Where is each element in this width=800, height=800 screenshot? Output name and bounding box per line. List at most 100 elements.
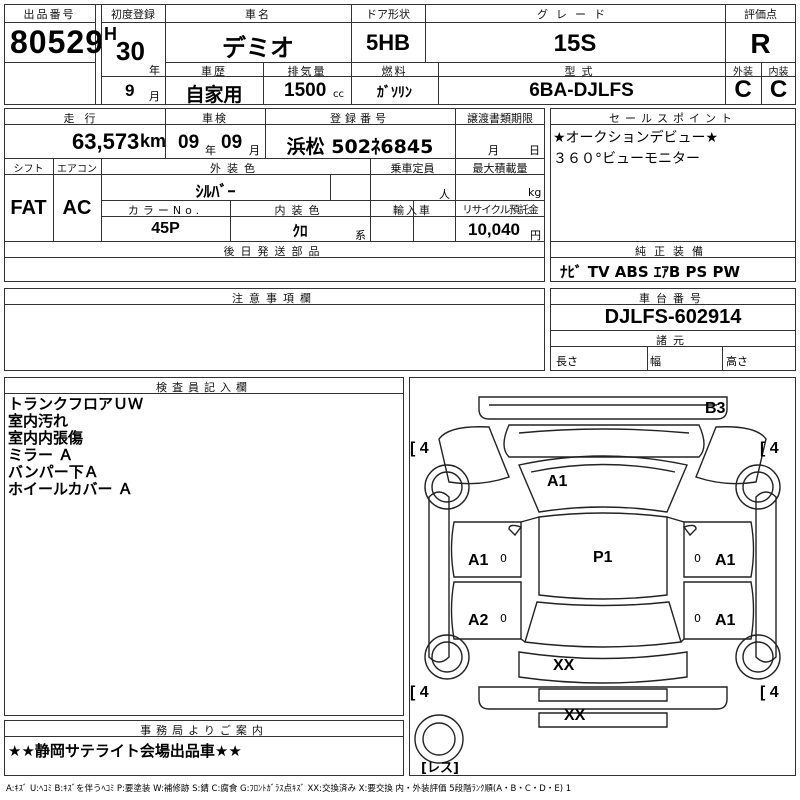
notes-box xyxy=(4,288,545,371)
inspection-month-unit: 月 xyxy=(249,144,260,157)
inspector-label: 検査員記入欄 xyxy=(156,381,252,394)
door-type: 5HB xyxy=(365,30,410,55)
int-grade: C xyxy=(769,76,788,103)
tire-tread: [ 4 xyxy=(760,440,779,457)
exterior-color-label: 外装色 xyxy=(210,162,261,175)
score-label: 評価点 xyxy=(744,8,777,21)
vehicle-info-table xyxy=(4,108,545,282)
registration-label: 登録番号 xyxy=(330,112,390,125)
air-conditioner: AC xyxy=(62,197,92,219)
office-label: 事務局よりご案内 xyxy=(140,724,268,737)
transfer-month-unit: 月 xyxy=(488,144,499,157)
recycle-label: リサイクル預託金 xyxy=(462,204,538,216)
model-code: 6BA-DJLFS xyxy=(529,80,634,101)
capacity-unit: 人 xyxy=(439,188,450,201)
damage-mark: A1 xyxy=(715,552,736,569)
shift-label: シフト xyxy=(13,164,44,175)
reg-month-unit: 月 xyxy=(149,90,160,103)
equipment-label: 純正装備 xyxy=(635,245,711,258)
mileage-label: 走行 xyxy=(63,112,106,125)
length-label: 長さ xyxy=(556,355,578,368)
exterior-color: ｼﾙﾊﾞｰ xyxy=(195,182,236,201)
capacity-label: 乗車定員 xyxy=(390,162,435,175)
inspector-notes: トランクフロアＵＷ 室内汚れ 室内内張傷 ミラー Ａ バンパー下Ａ ホイールカバ… xyxy=(8,396,143,498)
displacement: 1500 xyxy=(284,80,327,101)
ext-grade: C xyxy=(734,76,752,103)
spec-label: 諸元 xyxy=(656,334,690,347)
ac-label: エアコン xyxy=(57,164,97,175)
int-grade-label: 内装 xyxy=(768,67,789,78)
legend: A:ｷｽﾞ U:ﾍｺﾐ B:ｷｽﾞを伴うﾍｺﾐ P:要塗装 W:補修跡 S:錆 … xyxy=(6,784,572,794)
grade: 15S xyxy=(553,30,597,57)
interior-color: ｸﾛ xyxy=(292,222,308,240)
office-box xyxy=(4,720,404,776)
sales-point-box xyxy=(550,108,796,282)
lot-number-label: 出品番号 xyxy=(23,8,76,21)
door-seam-mark: 0 xyxy=(500,552,507,565)
mileage-unit: km xyxy=(140,131,167,151)
damage-mark: XX xyxy=(553,657,575,674)
fuel-label: 燃料 xyxy=(381,65,408,78)
recycle-deposit: 10,040 xyxy=(468,220,520,239)
chassis-number: DJLFS-602914 xyxy=(604,306,742,328)
max-load-label: 最大積載量 xyxy=(472,162,528,175)
damage-mark: A1 xyxy=(547,473,568,490)
transfer-day-unit: 日 xyxy=(529,144,540,157)
registration-number: 浜松 502ﾈ6845 xyxy=(286,136,434,158)
sales-line: ★オークションデビュー★ xyxy=(553,130,719,146)
car-body-diagram xyxy=(414,396,781,764)
car-name-label: 車名 xyxy=(245,8,271,21)
sales-point-lines: ★オークションデビュー★ ３６０°ビューモニター xyxy=(553,130,718,168)
car-name: デミオ xyxy=(222,34,294,62)
mileage: 63,573 xyxy=(72,129,140,154)
tire-tread: [ 4 xyxy=(410,440,429,457)
inspector-item: トランクフロアＵＷ xyxy=(8,395,144,413)
inspector-item: バンパー下Ａ xyxy=(8,463,99,481)
transfer-deadline-label: 譲渡書類期限 xyxy=(467,112,533,125)
tire-tread: [ 4 xyxy=(410,684,429,701)
color-no-label: カラーNo. xyxy=(127,204,204,217)
fuel: ｶﾞｿﾘﾝ xyxy=(377,85,412,101)
height-label: 高さ xyxy=(726,355,748,368)
damage-mark: P1 xyxy=(593,549,613,566)
inspection-month: 09 xyxy=(221,132,243,153)
reg-year-unit: 年 xyxy=(149,64,160,77)
inspection-year: 09 xyxy=(178,132,200,153)
damage-mark: A1 xyxy=(468,552,489,569)
sales-point-label: セールスポイント xyxy=(609,112,737,125)
recycle-unit: 円 xyxy=(530,229,541,242)
door-seam-mark: 0 xyxy=(694,612,701,625)
later-parts-label: 後日発送部品 xyxy=(223,245,326,258)
damage-diagram-box xyxy=(409,377,796,776)
office-notice: ★★静岡サテライト会場出品車★★ xyxy=(8,742,242,760)
color-number: 45P xyxy=(151,220,180,237)
interior-color-label: 内装色 xyxy=(274,204,326,217)
first-reg-label: 初度登録 xyxy=(111,8,155,21)
chassis-label: 車台番号 xyxy=(639,292,707,305)
inspection-year-unit: 年 xyxy=(205,144,216,157)
inspector-box xyxy=(4,377,404,716)
damage-mark: A2 xyxy=(468,612,489,629)
inspector-item: ホイールカバー Ａ xyxy=(8,480,133,498)
tire-tread: [ 4 xyxy=(760,684,779,701)
cc-unit: cc xyxy=(333,89,344,100)
notes-label: 注意事項欄 xyxy=(232,292,317,305)
spare-tire-note: [レス] xyxy=(421,761,459,776)
sales-line: ３６０°ビューモニター xyxy=(553,151,700,167)
ext-grade-label: 外装 xyxy=(733,67,753,78)
cc-label: 排気量 xyxy=(287,65,327,78)
shift: FAT xyxy=(10,197,47,219)
header-table xyxy=(4,4,796,105)
reg-year: 30 xyxy=(116,36,145,66)
era: H xyxy=(104,24,117,44)
score: R xyxy=(750,28,771,59)
equipment: ﾅﾋﾞ TV ABS ｴｱB PS PW xyxy=(560,263,741,281)
lot-number: 80529 xyxy=(10,24,104,60)
history: 自家用 xyxy=(185,84,243,106)
model-label: 型式 xyxy=(564,65,599,78)
inspector-item: ミラー Ａ xyxy=(8,446,74,464)
import-label: 輸入車 xyxy=(393,204,432,217)
damage-mark: B3 xyxy=(705,400,726,417)
reg-month: 9 xyxy=(125,81,135,100)
door-label: ドア形状 xyxy=(366,8,410,21)
